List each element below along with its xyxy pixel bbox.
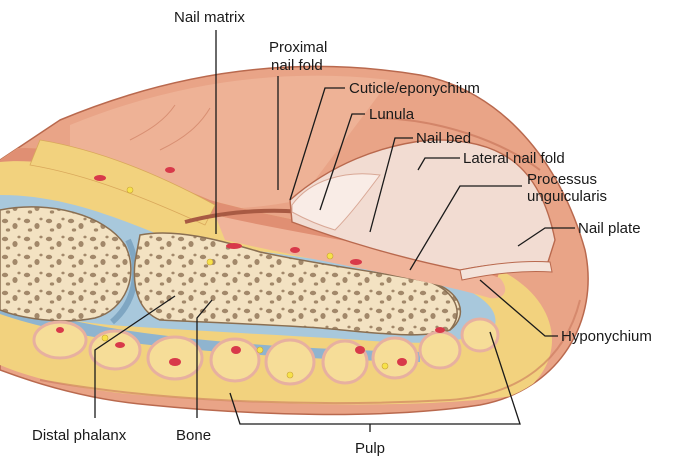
label-pulp: Pulp bbox=[355, 440, 385, 457]
label-nail-bed: Nail bed bbox=[416, 130, 471, 147]
label-nail-matrix: Nail matrix bbox=[174, 9, 245, 26]
label-processus-line1: Processus bbox=[527, 171, 597, 188]
label-lateral-nail-fold: Lateral nail fold bbox=[463, 150, 565, 167]
label-cuticle-eponychium: Cuticle/eponychium bbox=[349, 80, 480, 97]
label-bone: Bone bbox=[176, 427, 211, 444]
label-proximal-nail-fold-line2: nail fold bbox=[271, 57, 323, 74]
label-nail-plate: Nail plate bbox=[578, 220, 641, 237]
label-distal-phalanx: Distal phalanx bbox=[32, 427, 127, 444]
label-processus-line2: unguicularis bbox=[527, 188, 607, 205]
label-hyponychium: Hyponychium bbox=[561, 328, 652, 345]
label-proximal-nail-fold-line1: Proximal bbox=[269, 39, 327, 56]
label-lunula: Lunula bbox=[369, 106, 415, 123]
